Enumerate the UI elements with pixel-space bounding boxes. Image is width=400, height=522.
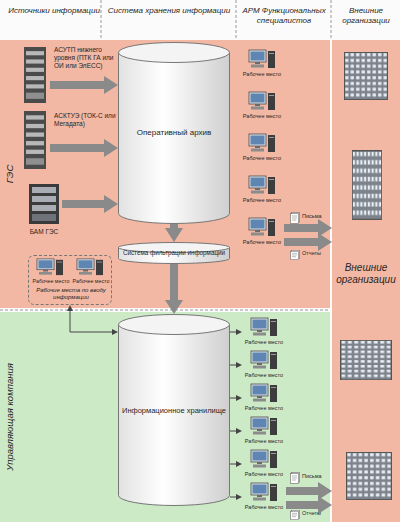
- workstation-icon: [249, 92, 275, 110]
- link-arrow: [230, 398, 236, 399]
- node-text: Управляющая компания: [3, 312, 17, 522]
- workstation-icon: [37, 259, 63, 275]
- server-icon: [29, 184, 59, 224]
- link-arrow: [230, 332, 236, 333]
- workstation: Рабочее место: [240, 132, 284, 164]
- node-text: Рабочее место: [236, 71, 288, 78]
- node-text: Система фильтрации информации: [118, 242, 230, 264]
- workstation-icon: [249, 176, 275, 194]
- node-text: Рабочее место: [238, 504, 290, 511]
- node-text: Рабочее место: [236, 197, 288, 204]
- document-icon: [291, 213, 300, 224]
- node-text: Рабочее место: [238, 339, 290, 346]
- rack-icon: [24, 47, 46, 103]
- workstation: Рабочее место: [73, 258, 109, 286]
- workstation-icon: [251, 318, 277, 336]
- link-arrow: [230, 365, 236, 366]
- building-icon: [352, 151, 381, 220]
- organization-band: Внешние организации: [332, 40, 400, 522]
- column-header: АРМ Функциональных специалистов: [238, 6, 330, 25]
- link-arrow: [230, 464, 236, 465]
- column-divider: [331, 0, 332, 40]
- workstation: Рабочее место: [240, 216, 284, 248]
- rack-icon: [24, 111, 46, 169]
- workstation-group: Рабочие места по вводу информацииРабочее…: [28, 255, 112, 305]
- node-text: Рабочее место: [236, 155, 288, 162]
- workstation-icon: [251, 483, 277, 501]
- flow-arrow: [284, 224, 318, 232]
- flow-arrow: [50, 144, 104, 152]
- link-arrow: [230, 497, 236, 498]
- workstation: Рабочее место: [240, 90, 284, 122]
- organization-band: ГЭС АСУТП нижнего уровня (ПТК ГА или ОИ и…: [0, 40, 330, 308]
- organization-band: Управляющая компания Информационное храни…: [0, 312, 330, 522]
- document-icon: [291, 250, 300, 259]
- building-icon: [341, 340, 392, 379]
- database-cylinder: Оперативный архив: [118, 42, 230, 224]
- workstation: Рабочее место: [242, 316, 286, 348]
- node-text: БАМ ГЭС: [14, 228, 74, 236]
- link-arrow: [70, 311, 112, 332]
- flow-arrow: [62, 200, 104, 208]
- band-divider: [0, 310, 330, 311]
- workstation: Рабочее место: [33, 258, 69, 286]
- node-text: АСУТП нижнего уровня (ПТК ГА или ОИ или …: [54, 46, 118, 69]
- document-icon: [291, 473, 300, 484]
- building-icon: [345, 52, 388, 99]
- column-divider: [101, 0, 102, 40]
- flow-arrow: [284, 238, 318, 246]
- node-text: Рабочее место: [27, 278, 75, 284]
- source-system: АСУТП нижнего уровня (ПТК ГА или ОИ или …: [22, 46, 50, 104]
- flow-arrow: [50, 81, 104, 89]
- node-text: Рабочее место: [236, 113, 288, 120]
- column-header: Источники информации: [8, 6, 100, 16]
- flow-arrow: [286, 487, 318, 495]
- flow-arrow: [286, 501, 318, 509]
- workstation-icon: [249, 50, 275, 68]
- workstation-icon: [251, 450, 277, 468]
- workstation: Рабочее место: [240, 174, 284, 206]
- workstation: Рабочее место: [242, 481, 286, 513]
- node-text: Внешние организации: [332, 262, 400, 286]
- cylinder-top: [119, 43, 230, 63]
- workstation-icon: [249, 134, 275, 152]
- cylinder-top: [119, 315, 230, 335]
- flow-arrow: [170, 264, 178, 300]
- link-arrow: [230, 431, 236, 432]
- database-cylinder: Информационное хранилище: [118, 314, 230, 506]
- cylinder-body: [119, 52, 230, 224]
- workstation: Рабочее место: [242, 448, 286, 480]
- filter-disc: Система фильтрации информации: [118, 242, 230, 264]
- column-header: Система хранения информации: [104, 6, 234, 16]
- source-system: АСКТУЭ (ТОК-С или Мегадата): [22, 110, 50, 170]
- source-system: БАМ ГЭС: [26, 182, 62, 226]
- node-text: Рабочие места по вводу информации: [29, 287, 113, 301]
- node-text: АСКТУЭ (ТОК-С или Мегадата): [54, 112, 118, 128]
- flow-arrow: [170, 224, 178, 228]
- node-text: Рабочее место: [238, 438, 290, 445]
- node-text: ГЭС: [3, 40, 17, 308]
- node-text: Оперативный архив: [118, 42, 230, 224]
- workstation-icon: [77, 259, 103, 275]
- node-text: Рабочее место: [238, 372, 290, 379]
- node-text: Рабочее место: [238, 405, 290, 412]
- workstation-icon: [251, 351, 277, 369]
- workstation: Рабочее место: [242, 382, 286, 414]
- workstation-icon: [251, 417, 277, 435]
- column-header: Внешние организации: [333, 6, 399, 25]
- node-text: Рабочее место: [67, 278, 115, 284]
- workstation: Рабочее место: [240, 48, 284, 80]
- column-divider: [236, 0, 237, 40]
- building-icon: [347, 452, 392, 499]
- node-text: Рабочее место: [238, 471, 290, 478]
- workstation-icon: [251, 384, 277, 402]
- document-icon: [291, 510, 300, 519]
- cylinder-body: [119, 324, 230, 506]
- node-text: Информационное хранилище: [118, 314, 230, 506]
- workstation: Рабочее место: [242, 349, 286, 381]
- workstation-icon: [249, 218, 275, 236]
- workstation: Рабочее место: [242, 415, 286, 447]
- node-text: Рабочее место: [236, 239, 288, 246]
